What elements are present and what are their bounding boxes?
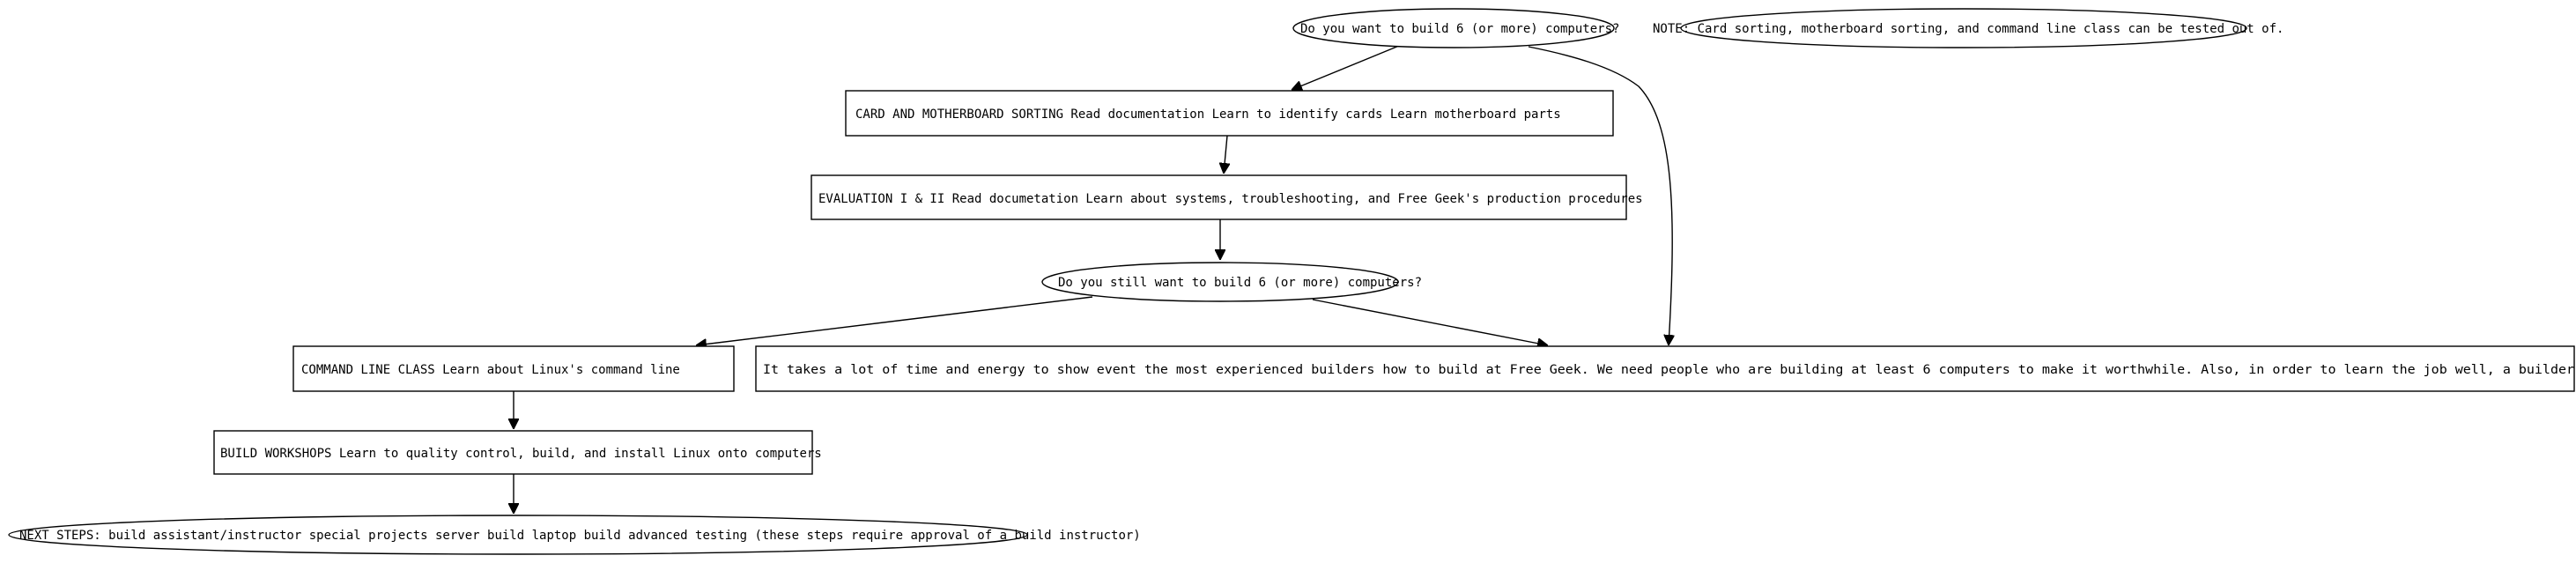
node-label: EVALUATION I & II Read documetation Lear… bbox=[818, 192, 1643, 206]
edge-q-still-build-to-explanation bbox=[1312, 299, 1548, 345]
node-card-sorting: CARD AND MOTHERBOARD SORTING Read docume… bbox=[845, 90, 1614, 137]
edge-q-still-build-to-command-line bbox=[696, 296, 1093, 345]
node-label: NEXT STEPS: build assistant/instructor s… bbox=[19, 529, 1141, 543]
node-label: Do you want to build 6 (or more) compute… bbox=[1300, 22, 1619, 36]
node-label: CARD AND MOTHERBOARD SORTING Read docume… bbox=[855, 107, 1561, 122]
node-q-build: Do you want to build 6 (or more) compute… bbox=[1292, 8, 1619, 48]
node-q-still-build: Do you still want to build 6 (or more) c… bbox=[1041, 262, 1422, 302]
node-build-workshops: BUILD WORKSHOPS Learn to quality control… bbox=[213, 430, 822, 475]
node-label: BUILD WORKSHOPS Learn to quality control… bbox=[220, 447, 822, 461]
node-next-steps: NEXT STEPS: build assistant/instructor s… bbox=[8, 515, 1141, 555]
edge-q-build-to-card-sorting bbox=[1292, 45, 1400, 90]
node-explanation: It takes a lot of time and energy to sho… bbox=[755, 345, 2575, 392]
edge-card-sorting-to-evaluation bbox=[1224, 135, 1227, 174]
edge-q-build-to-explanation bbox=[1528, 46, 1672, 345]
edges bbox=[514, 45, 1672, 514]
node-command-line: COMMAND LINE CLASS Learn about Linux's c… bbox=[292, 345, 735, 392]
node-evaluation: EVALUATION I & II Read documetation Lear… bbox=[811, 174, 1643, 220]
node-label: NOTE: Card sorting, motherboard sorting,… bbox=[1653, 22, 2284, 36]
node-label: It takes a lot of time and energy to sho… bbox=[763, 363, 2574, 377]
node-note: NOTE: Card sorting, motherboard sorting,… bbox=[1653, 8, 2284, 48]
node-label: COMMAND LINE CLASS Learn about Linux's c… bbox=[301, 363, 680, 377]
node-label: Do you still want to build 6 (or more) c… bbox=[1058, 276, 1422, 290]
